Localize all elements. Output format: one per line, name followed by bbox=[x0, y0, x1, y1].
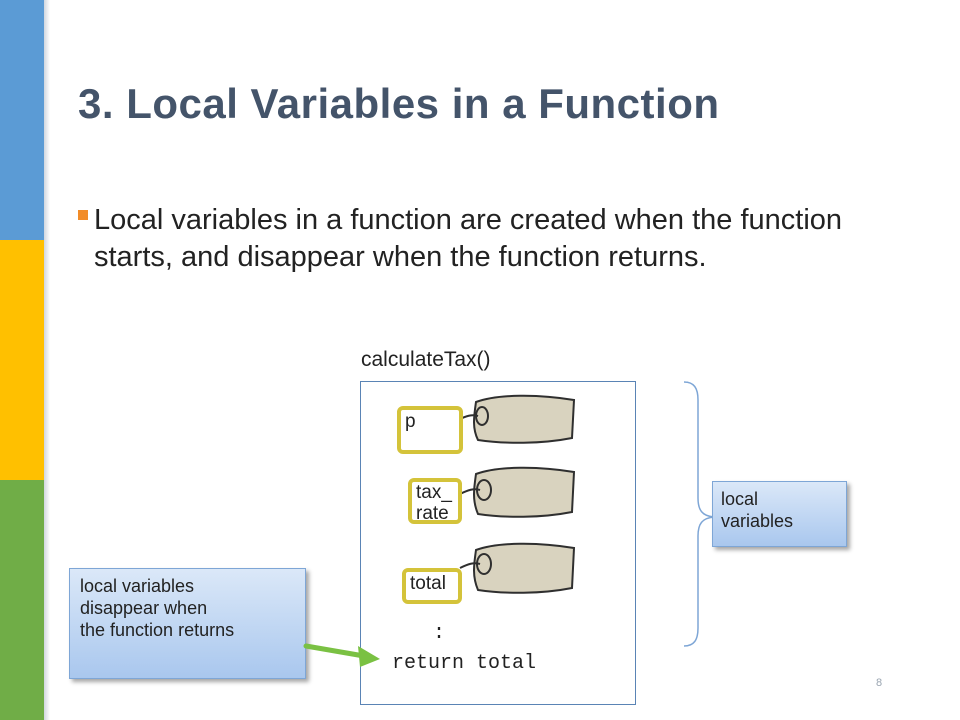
variable-tag-total: total bbox=[402, 568, 462, 604]
side-stripe-green bbox=[0, 480, 44, 720]
variable-name-tax-rate-line2: rate bbox=[416, 503, 449, 524]
variable-tag-p: p bbox=[397, 406, 463, 454]
scroll-tag-icon bbox=[459, 466, 576, 518]
code-ellipsis: : bbox=[433, 622, 446, 645]
side-stripe-yellow bbox=[0, 240, 44, 480]
callout-left-line1: local variables bbox=[80, 576, 195, 596]
callout-left-line2: disappear when bbox=[80, 598, 208, 618]
callout-left-line3: the function returns bbox=[80, 620, 235, 640]
code-return-statement: return total bbox=[392, 652, 537, 675]
slide-title: 3. Local Variables in a Function bbox=[78, 80, 720, 127]
scroll-tag-icon bbox=[459, 542, 576, 594]
callout-right-line2: variables bbox=[721, 511, 794, 531]
side-stripe-blue bbox=[0, 0, 44, 240]
variable-tag-tax-rate: tax_ rate bbox=[408, 478, 462, 524]
function-label: calculateTax() bbox=[361, 348, 491, 371]
bullet-point: Local variables in a function are create… bbox=[78, 202, 878, 276]
variable-name-total: total bbox=[410, 573, 446, 594]
variable-name-p: p bbox=[405, 411, 416, 432]
bullet-text: Local variables in a function are create… bbox=[94, 204, 843, 273]
disappear-callout: local variables disappear when the funct… bbox=[69, 568, 306, 679]
side-stripe-shadow bbox=[44, 0, 50, 720]
page-number: 8 bbox=[876, 677, 883, 689]
right-arrow-icon bbox=[303, 643, 380, 667]
square-bullet-icon bbox=[78, 210, 88, 220]
callout-right-line1: local bbox=[721, 489, 759, 509]
variable-name-tax-rate-line1: tax_ bbox=[416, 482, 452, 503]
local-variables-callout: local variables bbox=[712, 481, 847, 547]
scroll-tag-icon bbox=[458, 394, 576, 444]
